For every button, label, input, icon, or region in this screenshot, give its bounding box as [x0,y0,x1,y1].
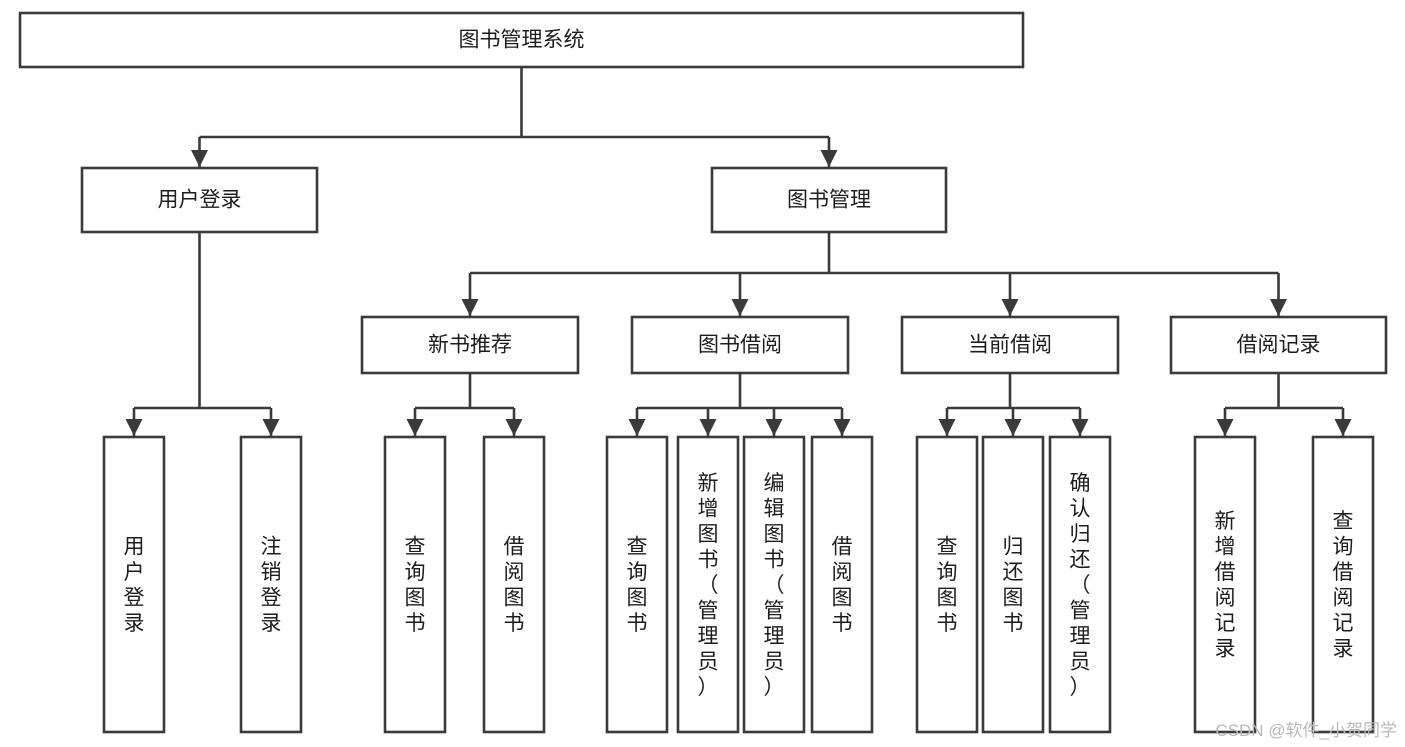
node-book-management-label: 图书管理 [787,189,871,212]
node-book-borrow-label: 图书借阅 [698,334,782,357]
node-leaf-query-book-cur-label: 查询图书 [937,536,958,636]
node-leaf-return-book[interactable]: 归还图书 [981,435,1045,734]
node-leaf-confirm-return-label: 确认归还（管理员） [1070,472,1091,699]
node-borrow-record[interactable]: 借阅记录 [1169,315,1388,375]
node-leaf-borrow-book[interactable]: 借阅图书 [810,435,874,734]
node-leaf-logout-box[interactable] [239,435,303,734]
book-borrow-arrow-3 [833,419,851,436]
node-system-root-label: 图书管理系统 [459,29,585,52]
node-leaf-borrow-book-label: 借阅图书 [832,536,853,636]
node-system-root-box[interactable] [18,11,1025,69]
user-login-arrow-1 [262,419,280,436]
node-current-borrow[interactable]: 当前借阅 [900,315,1120,375]
node-leaf-return-book-label: 归还图书 [1003,536,1024,636]
node-leaf-user-login[interactable]: 用户登录 [102,435,166,734]
book-management-arrow-3 [1270,299,1287,316]
node-leaf-query-book-cur-box[interactable] [915,435,979,734]
borrow-record-arrow-0 [1216,419,1234,436]
node-leaf-return-book-box[interactable] [981,435,1045,734]
node-user-login-box[interactable] [80,166,319,234]
node-leaf-user-login-box[interactable] [102,435,166,734]
node-leaf-logout-label: 注销登录 [261,536,282,636]
node-leaf-add-record[interactable]: 新增借阅记录 [1193,435,1257,734]
node-leaf-add-book-label: 新增图书（管理员） [698,472,719,699]
node-leaf-query-book-borrow[interactable]: 查询图书 [605,435,669,734]
node-leaf-borrow-book-rec-label: 借阅图书 [504,536,525,636]
node-borrow-record-box[interactable] [1169,315,1388,375]
node-new-book-recommend-box[interactable] [360,315,580,375]
node-leaf-query-record-label: 查询借阅记录 [1333,510,1354,661]
node-current-borrow-label: 当前借阅 [968,334,1052,357]
node-leaf-edit-book[interactable]: 编辑图书（管理员） [742,435,806,734]
node-layer: 图书管理系统用户登录图书管理新书推荐图书借阅当前借阅借阅记录用户登录注销登录查询… [18,11,1388,734]
node-leaf-borrow-book-rec[interactable]: 借阅图书 [482,435,546,734]
new-book-recommend-arrow-1 [505,419,523,436]
node-current-borrow-box[interactable] [900,315,1120,375]
node-leaf-query-record[interactable]: 查询借阅记录 [1311,435,1375,734]
node-leaf-edit-book-label: 编辑图书（管理员） [764,472,785,699]
book-management-arrow-1 [731,299,749,316]
node-leaf-query-book-cur[interactable]: 查询图书 [915,435,979,734]
node-book-borrow[interactable]: 图书借阅 [630,315,850,375]
root-arrow-0 [191,150,208,167]
borrow-record-arrow-1 [1334,419,1352,436]
node-leaf-query-book-rec[interactable]: 查询图书 [383,435,447,734]
current-borrow-arrow-2 [1071,419,1089,436]
node-leaf-add-record-label: 新增借阅记录 [1215,510,1236,661]
node-leaf-query-record-box[interactable] [1311,435,1375,734]
node-book-management[interactable]: 图书管理 [710,166,948,234]
current-borrow-arrow-0 [938,419,956,436]
node-leaf-confirm-return-box[interactable] [1048,435,1112,734]
node-leaf-query-book-rec-box[interactable] [383,435,447,734]
user-login-arrow-0 [125,419,143,436]
node-book-borrow-box[interactable] [630,315,850,375]
node-leaf-add-record-box[interactable] [1193,435,1257,734]
book-borrow-arrow-0 [628,419,646,436]
node-leaf-borrow-book-rec-box[interactable] [482,435,546,734]
node-new-book-recommend-label: 新书推荐 [428,334,512,357]
node-leaf-confirm-return[interactable]: 确认归还（管理员） [1048,435,1112,734]
book-management-arrow-0 [461,299,479,316]
csdn-watermark: CSDN @软件_小贺同学 [1215,721,1397,740]
node-leaf-add-book-box[interactable] [676,435,740,734]
node-book-management-box[interactable] [710,166,948,234]
node-leaf-borrow-book-box[interactable] [810,435,874,734]
book-borrow-arrow-1 [699,419,717,436]
node-leaf-edit-book-box[interactable] [742,435,806,734]
node-borrow-record-label: 借阅记录 [1237,334,1321,357]
node-leaf-user-login-label: 用户登录 [124,536,145,636]
node-user-login-label: 用户登录 [158,189,242,212]
book-management-arrow-2 [1001,299,1019,316]
node-leaf-add-book[interactable]: 新增图书（管理员） [676,435,740,734]
node-leaf-query-book-borrow-box[interactable] [605,435,669,734]
current-borrow-arrow-1 [1004,419,1022,436]
node-leaf-query-book-borrow-label: 查询图书 [627,536,648,636]
book-borrow-arrow-2 [765,419,783,436]
root-arrow-1 [820,150,838,167]
new-book-recommend-arrow-0 [406,419,424,436]
node-leaf-query-book-rec-label: 查询图书 [405,536,426,636]
node-user-login[interactable]: 用户登录 [80,166,319,234]
node-leaf-logout[interactable]: 注销登录 [239,435,303,734]
node-system-root[interactable]: 图书管理系统 [18,11,1025,69]
connector-layer [125,67,1352,436]
node-new-book-recommend[interactable]: 新书推荐 [360,315,580,375]
